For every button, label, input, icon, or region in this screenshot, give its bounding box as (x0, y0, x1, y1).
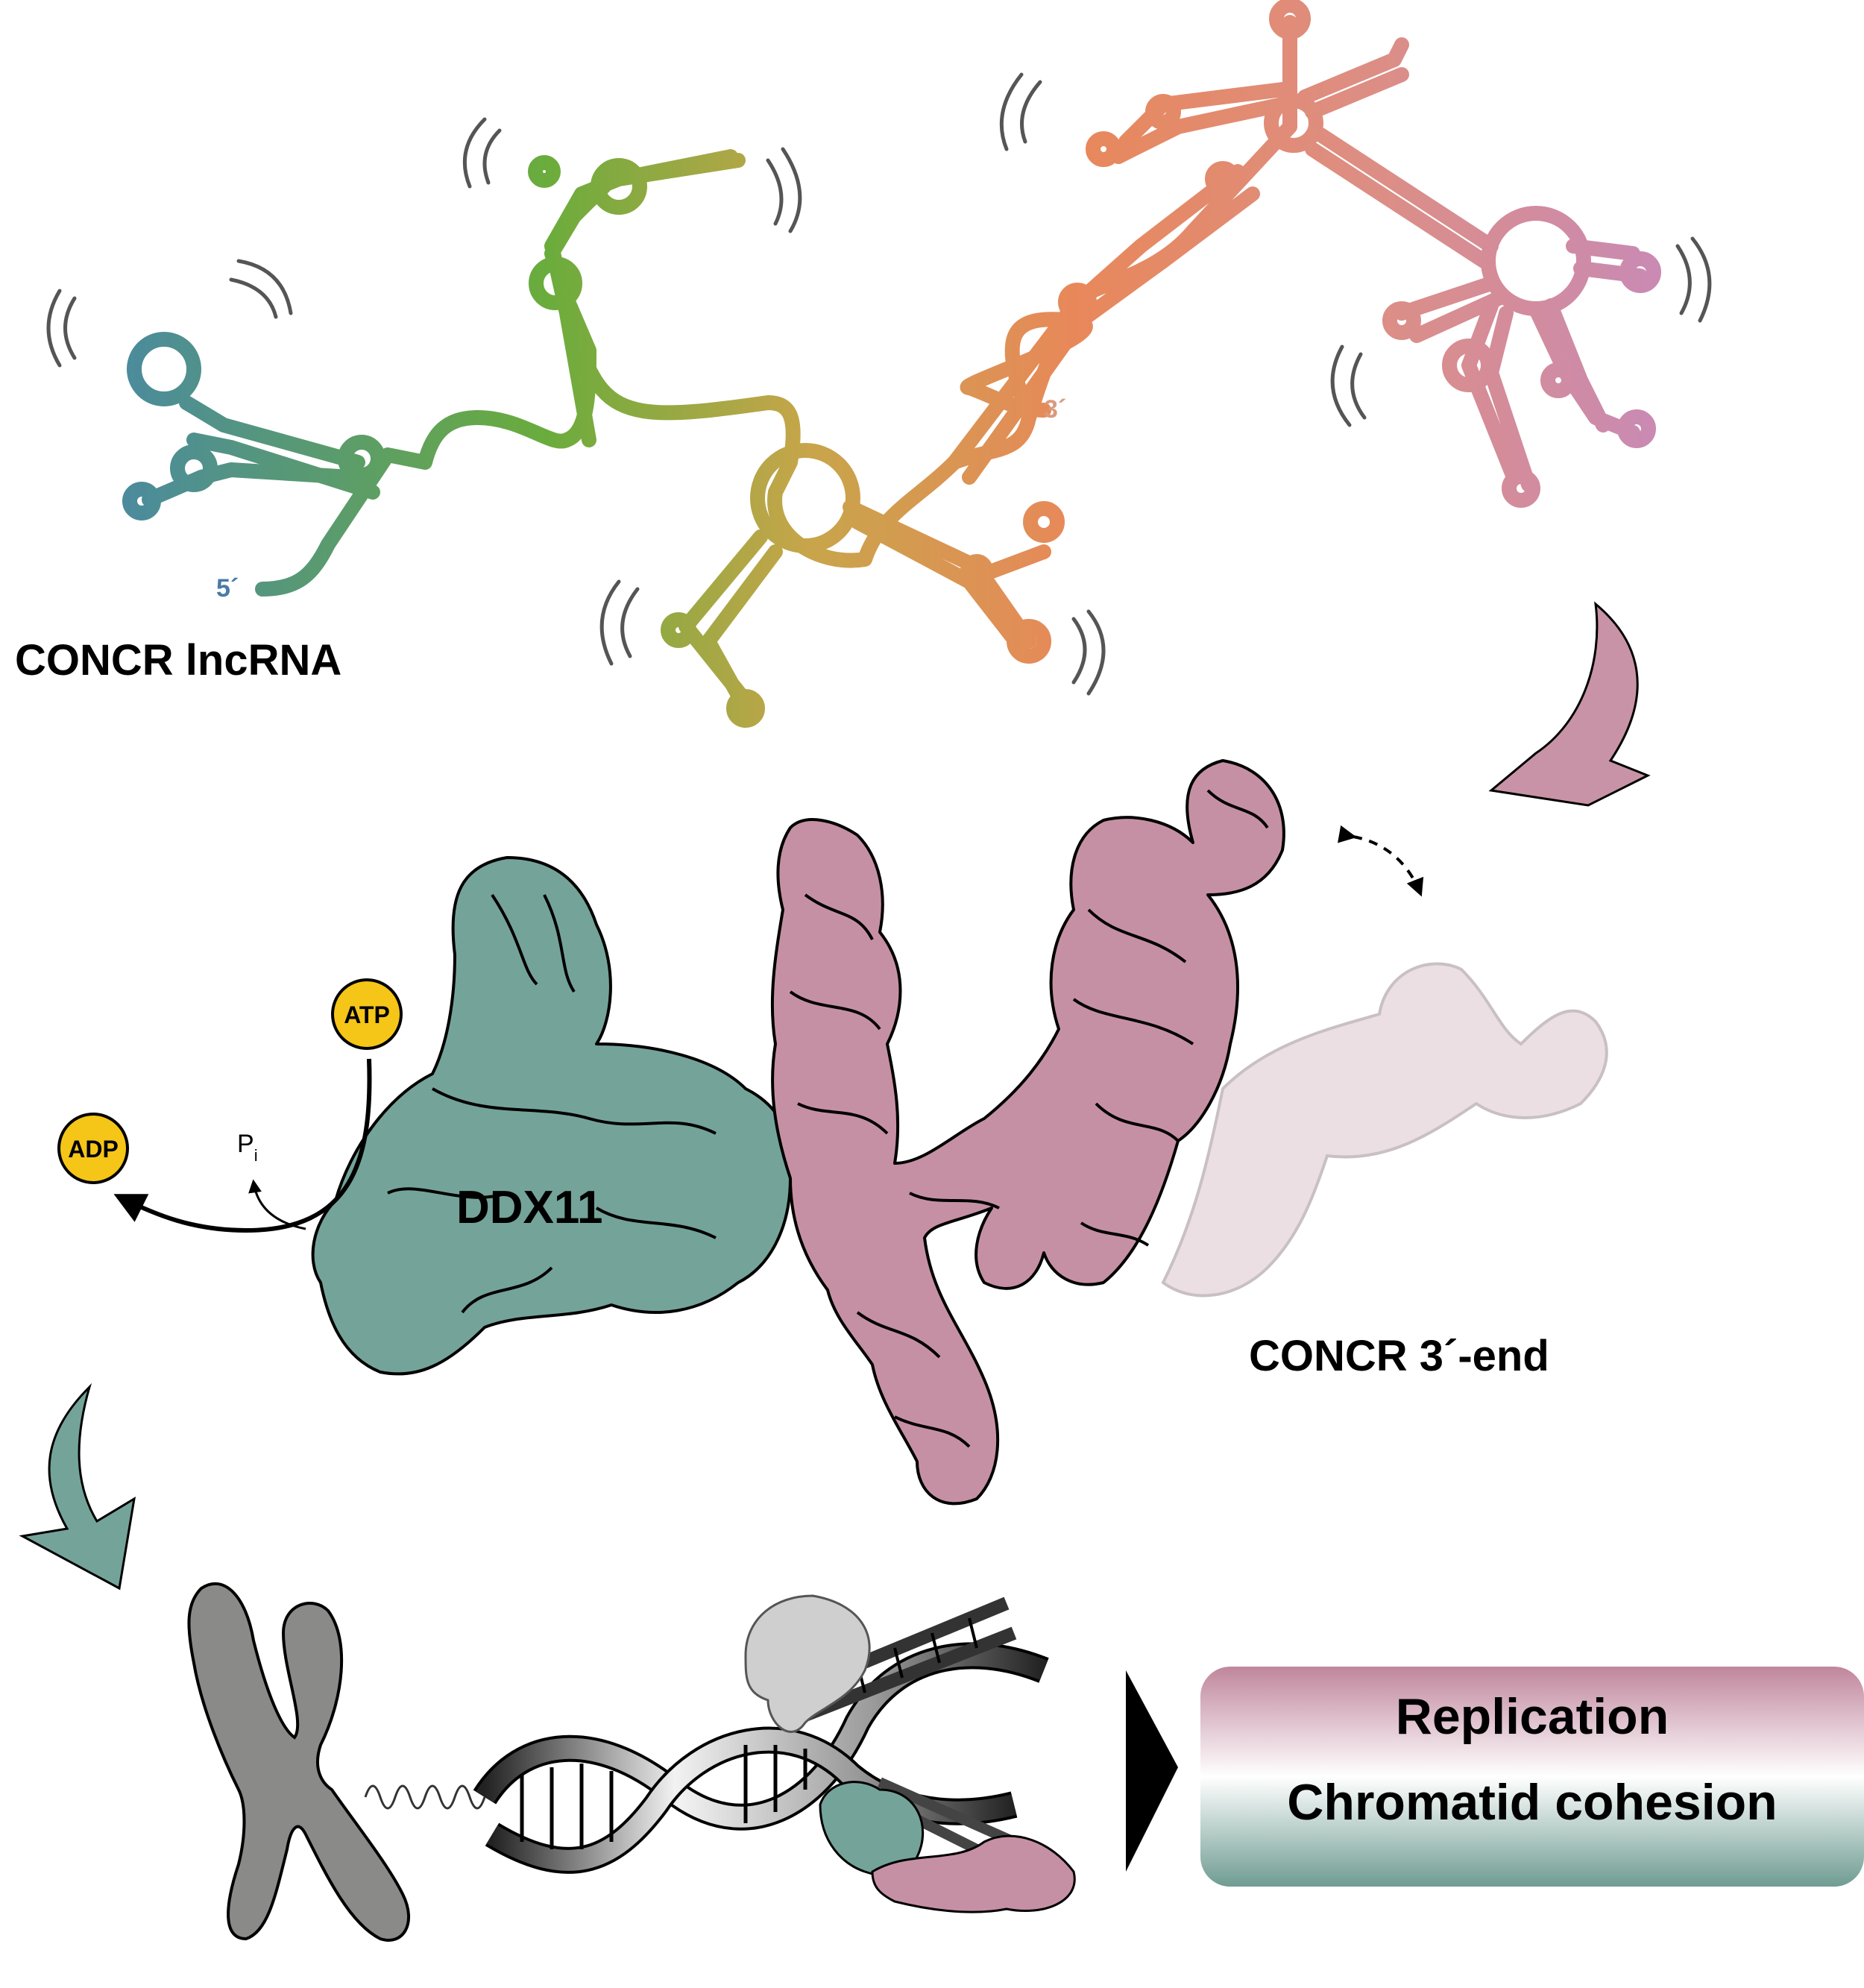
pink-curved-arrow (1488, 601, 1651, 807)
rna-loop-15 (1086, 131, 1121, 167)
rna-arm-salmon-right (1297, 37, 1409, 119)
mini-concr-protein (871, 1834, 1076, 1913)
adp-circle (57, 1113, 129, 1184)
concr-protein-model (770, 759, 1285, 1506)
chromatin-coil (364, 1784, 486, 1810)
rna-loop-13 (1205, 161, 1241, 197)
rna-backbone (255, 15, 1297, 597)
teal-curved-arrow (19, 1383, 136, 1591)
pi-label: Pi (237, 1130, 258, 1165)
three-prime-label: 3´ (1044, 395, 1066, 424)
chromosome (187, 1582, 411, 1942)
ddx11-label: DDX11 (456, 1182, 602, 1233)
rna-junction-olive (750, 443, 860, 553)
mini-ddx11 (819, 1781, 925, 1878)
outcome-arrowhead (1126, 1670, 1178, 1872)
outcome-box (1200, 1667, 1864, 1887)
adp-label: ADP (68, 1136, 119, 1163)
rna-arm-green (544, 149, 746, 447)
rna-arm-olive (678, 529, 783, 716)
rna-loop-16 (1269, 0, 1311, 40)
rna-loop-8 (726, 689, 765, 728)
five-prime-label: 5´ (216, 574, 239, 603)
rna-loop-5 (591, 158, 647, 215)
rna-arm-pink-link (1305, 127, 1499, 268)
atp-circle (331, 978, 403, 1050)
rna-loop-3 (122, 482, 161, 520)
outcome-line-2: Chromatid cohesion (1287, 1774, 1777, 1831)
rna-loop-14 (1145, 94, 1181, 130)
atp-label: ATP (344, 1001, 390, 1028)
rna-loop-12 (1058, 283, 1097, 321)
rna-loop-10 (1023, 501, 1065, 543)
atp-hydrolysis-arrow (113, 1058, 372, 1233)
concr-lncrna-structure (122, 0, 1661, 728)
rna-loop-2 (170, 444, 218, 492)
rna-arm-salmon (947, 164, 1260, 485)
rna-loop-17 (1442, 339, 1496, 392)
ddx11-protein (311, 856, 793, 1376)
rna-arm-pink (1394, 239, 1648, 492)
concr-3end-faded (1161, 962, 1608, 1297)
conformational-dashed-arrow (1337, 825, 1424, 897)
rna-loop-9 (1007, 619, 1051, 664)
rna-loop-4 (529, 257, 582, 310)
rna-name-label: CONCR lncRNA (15, 636, 341, 685)
rna-loop-6 (528, 155, 561, 188)
rna-junction-1 (338, 435, 385, 482)
rna-loop-11 (960, 554, 993, 587)
replication-complex (744, 1594, 871, 1733)
rna-loop-18 (1502, 469, 1540, 508)
rna-arm-salmon-top (1111, 82, 1290, 164)
concr-3end-label: CONCR 3´-end (1249, 1332, 1549, 1380)
rna-loop-22 (1540, 362, 1576, 398)
rna-loop-20 (1619, 251, 1661, 293)
rna-junction-salmon (1264, 93, 1323, 153)
motion-marks (46, 72, 1712, 696)
rna-loop-7 (661, 612, 696, 648)
outcome-line-1: Replication (1396, 1688, 1669, 1745)
rna-loop-21 (1382, 301, 1421, 340)
rna-loop-1 (127, 332, 201, 406)
rna-loop-19 (1617, 409, 1656, 448)
dna-double-helix (473, 1594, 1076, 1913)
pi-release-arrow (248, 1179, 306, 1230)
